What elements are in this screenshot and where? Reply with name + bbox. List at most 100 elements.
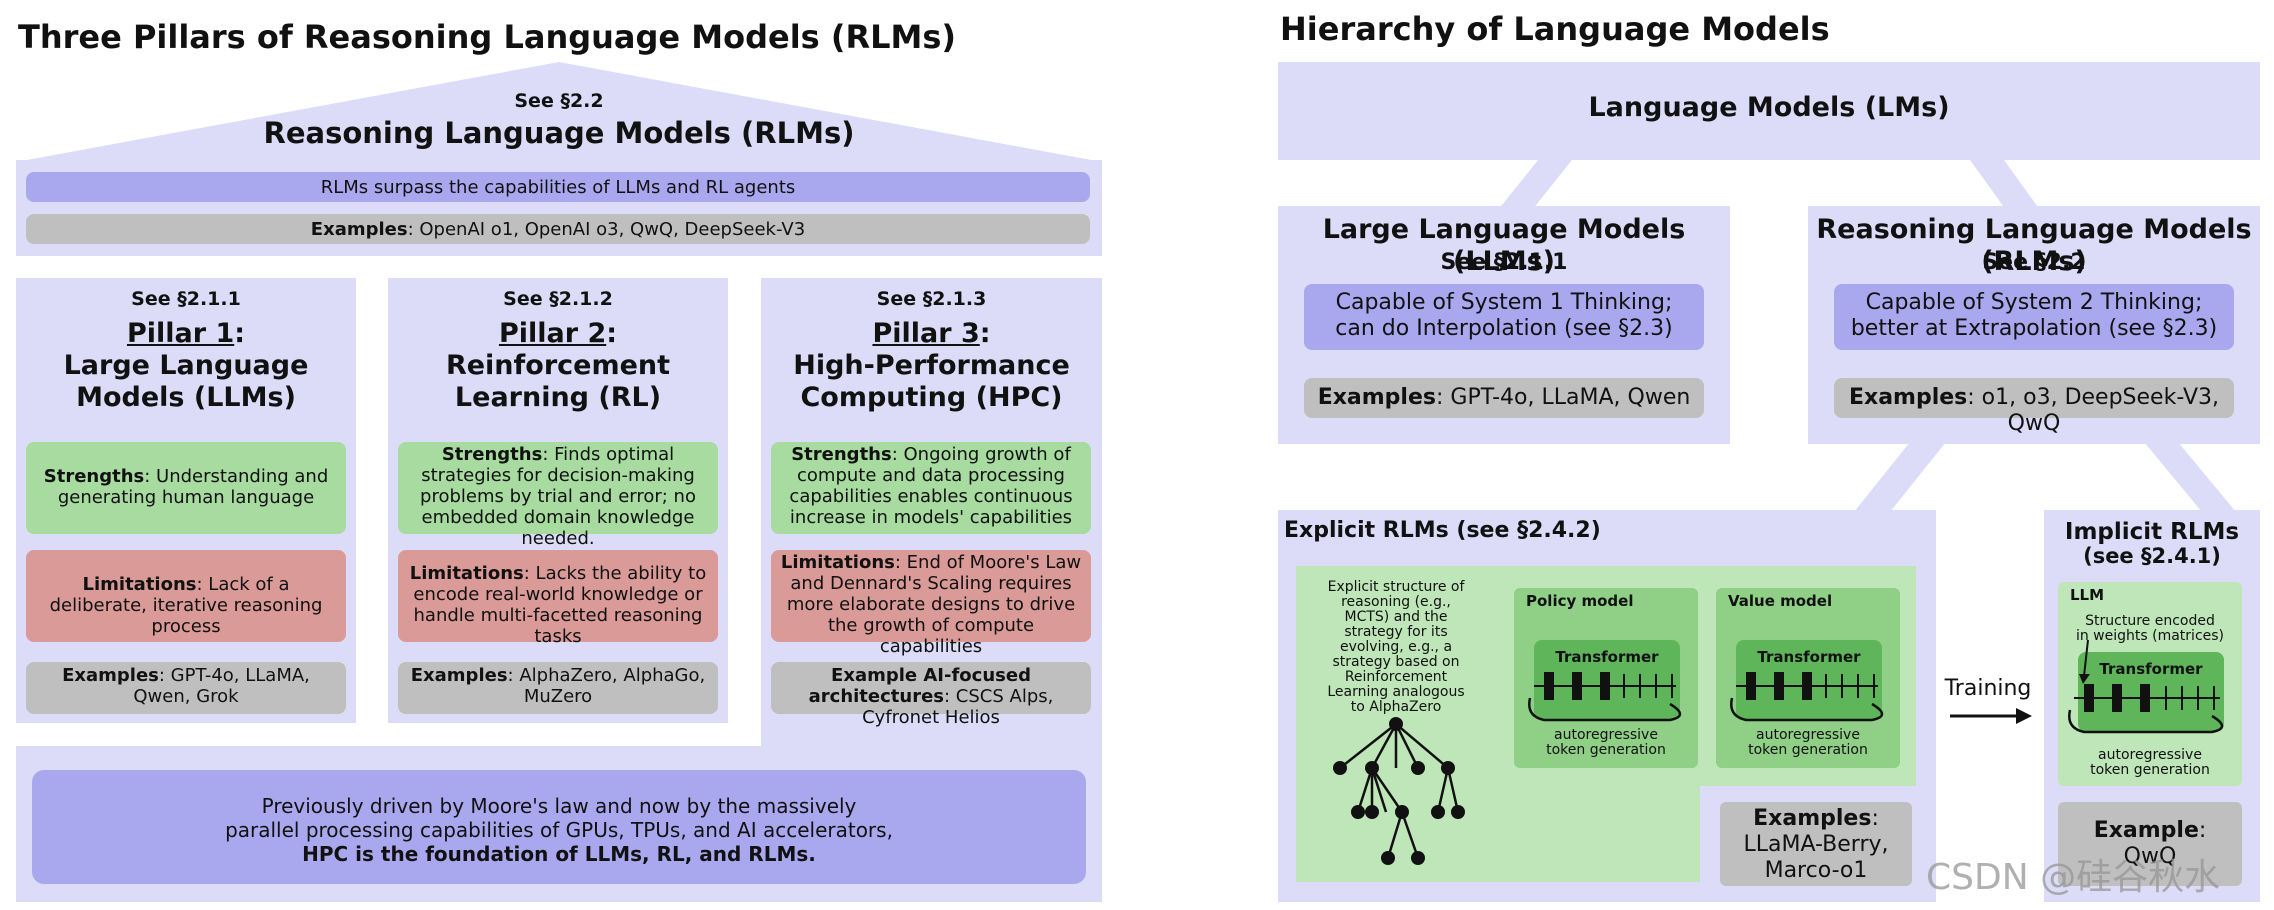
value-token-loop [1730,672,1884,722]
lms-box: Language Models (LMs) [1278,62,2260,160]
rlm-see: See §2.2 [1982,250,2086,275]
pillar-2-examples-label: Examples [410,665,508,686]
pillar-1-examples-text: : GPT-4o, LLaMA, Qwen, Grok [133,665,310,707]
rlm-capability: Capable of System 2 Thinking;better at E… [1834,284,2234,350]
explicit-heading: Explicit RLMs (see §2.4.2) [1284,518,1601,543]
pillar-3-word: Pillar 3 [872,318,980,349]
pillar-2-strengths-label: Strengths [441,444,543,465]
pillar-1-strengths-text: : Understanding and generating human lan… [57,466,329,508]
value-autoreg-2: token generation [1748,742,1868,758]
training-arrow [1950,708,2032,724]
policy-model-label: Policy model [1526,592,1634,610]
pillar-3-examples: Example AI-focused architectures: CSCS A… [771,662,1091,728]
rlm-examples: Examples: o1, o3, DeepSeek-V3, QwQ [1834,378,2234,436]
pillar-2-see: See §2.1.2 [503,288,613,310]
implicit-heading-1: Implicit RLMs [2064,519,2240,545]
explicit-examples: Examples:LLaMA-Berry,Marco-o1 [1720,802,1912,886]
roof-examples-text: : OpenAI o1, OpenAI o3, QwQ, DeepSeek-V3 [407,219,806,240]
pillar-1-see: See §2.1.1 [131,288,241,310]
explicit-structure-text: Explicit structure of reasoning (e.g., M… [1327,579,1465,715]
rlm-examples-label: Examples [1848,385,1968,410]
roof-examples-label: Examples [310,219,408,240]
implicit-example: Example:QwQ [2058,802,2242,886]
implicit-heading-2: (see §2.4.1) [2083,544,2221,568]
pillar-2-strengths-text: : Finds optimal strategies for decision-… [420,444,696,549]
reasoning-tree [1333,717,1465,865]
policy-token-loop [1528,672,1682,722]
foundation-line-1: Previously driven by Moore's law and now… [261,794,857,818]
llm-capability-2: can do Interpolation (see §2.3) [1335,316,1673,341]
pillar-1-limitations-label: Limitations [82,574,197,595]
pillar-2-examples-text: : AlphaZero, AlphaGo, MuZero [507,665,706,707]
rlm-capability-1: Capable of System 2 Thinking; [1865,290,2203,315]
llm-see: See §2.1.1 [1440,250,1568,275]
value-model-label: Value model [1728,592,1833,610]
llm-examples: Examples: GPT-4o, LLaMA, Qwen [1304,378,1704,418]
implicit-transformer-label: Transformer [2099,660,2203,678]
pillar-1-strengths-label: Strengths [43,466,145,487]
hierarchy-connectors [1498,160,2236,512]
policy-autoreg-2: token generation [1546,742,1666,758]
lms-label: Language Models (LMs) [1588,92,1950,123]
pillar-3-strengths: Strengths: Ongoing growth of compute and… [771,442,1091,534]
implicit-autoreg-2: token generation [2090,762,2210,778]
pillar-1-strengths: Strengths: Understanding and generating … [26,442,346,534]
llm-examples-label: Examples [1317,385,1436,410]
pillar-2-limitations-label: Limitations [409,563,524,584]
pillar-1-limitations-text: : Lack of a deliberate, iterative reason… [49,574,323,637]
pillar-2-name-2: Learning (RL) [454,382,662,413]
pillar-1-examples: Examples: GPT-4o, LLaMA, Qwen, Grok [26,662,346,714]
explicit-examples-1: LLaMA-Berry, [1743,832,1889,857]
roof-surpass: RLMs surpass the capabilities of LLMs an… [26,172,1090,202]
implicit-structure-2: in weights (matrices) [2075,628,2225,644]
implicit-heading: Implicit RLMs(see §2.4.1) [2044,520,2260,568]
value-autoreg-1: autoregressive [1756,727,1860,743]
foundation-line-2: parallel processing capabilities of GPUs… [225,818,893,842]
llm-capability: Capable of System 1 Thinking;can do Inte… [1304,284,1704,350]
pillar-3-limitations-text: : End of Moore's Law and Dennard's Scali… [786,552,1082,657]
rlm-capability-2: better at Extrapolation (see §2.3) [1850,316,2218,341]
pillar-3-examples-text: : CSCS Alps, Cyfronet Helios [862,686,1054,728]
policy-transformer-label: Transformer [1555,648,1659,666]
pillar-2-examples: Examples: AlphaZero, AlphaGo, MuZero [398,662,718,714]
pillar-2-limitations: Limitations: Lacks the ability to encode… [398,550,718,647]
right-title: Hierarchy of Language Models [1280,10,1830,48]
pillar-3-name-1: High-Performance [793,350,1070,381]
llm-examples-text: : GPT-4o, LLaMA, Qwen [1435,385,1691,410]
implicit-example-label: Example [2093,818,2199,843]
policy-autoreg-1: autoregressive [1554,727,1658,743]
pillar-2-word: Pillar 2 [498,318,607,349]
implicit-token-loop [2068,639,2224,734]
left-title: Three Pillars of Reasoning Language Mode… [18,18,957,56]
value-transformer-label: Transformer [1757,648,1861,666]
foundation-line-3: HPC is the foundation of LLMs, RL, and R… [302,842,816,866]
rlm-heading: Reasoning Language Models (RLMs) [1816,214,2252,277]
explicit-examples-label: Examples [1753,806,1872,831]
implicit-transformer: Transformer [2078,652,2224,732]
pillar-3-name-2: Computing (HPC) [800,382,1063,413]
pillar-1-name-1: Large Language [63,350,309,381]
llm-capability-1: Capable of System 1 Thinking; [1335,290,1673,315]
roof-heading: Reasoning Language Models (RLMs) [263,116,855,150]
implicit-example-text: QwQ [2123,844,2177,869]
pillar-2-limitations-text: : Lacks the ability to encode real-world… [413,563,707,647]
pillar-3-strengths-label: Strengths [791,444,892,465]
roof-see: See §2.2 [514,90,604,112]
pillar-3-see: See §2.1.3 [876,288,987,310]
pillar-3-strengths-text: : Ongoing growth of compute and data pro… [789,444,1073,528]
implicit-autoreg-1: autoregressive [2098,747,2202,763]
pillar-3-limitations-label: Limitations [780,552,895,573]
roof-examples: Examples: OpenAI o1, OpenAI o3, QwQ, Dee… [26,214,1090,244]
pillar-3-examples-label: Example AI-focused architectures [808,665,1031,707]
llm-heading: Large Language Models (LLMs) [1322,214,1686,277]
pillar-2-strengths: Strengths: Finds optimal strategies for … [398,442,718,549]
implicit-structure-1: Structure encoded [2085,613,2215,629]
roof-surpass-text: RLMs surpass the capabilities of LLMs an… [320,177,796,198]
